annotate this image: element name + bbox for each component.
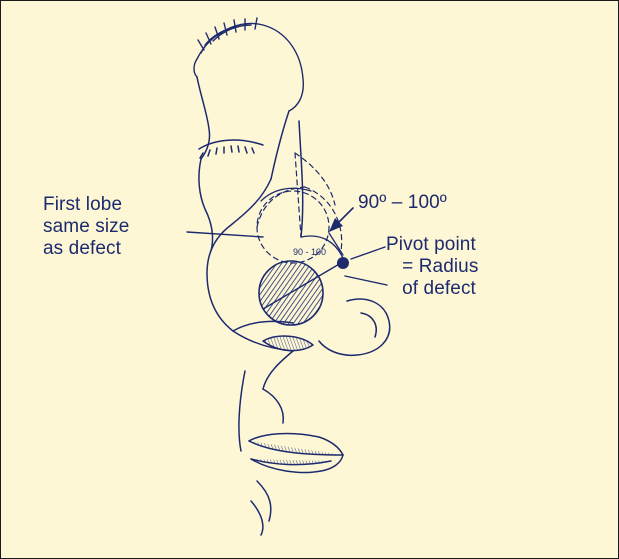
defect [259,261,341,325]
pivot-point-label: Pivot point = Radius of defect [386,234,478,300]
brow-and-eye [197,77,289,179]
hair-sketch [194,18,303,111]
lips-and-chin [239,351,343,535]
pivot-point [337,257,349,269]
angle-label: 90º – 100º [358,192,447,214]
inner-angle-label: 90 - 100 [293,247,326,257]
angle-arrow [329,208,353,232]
first-lobe-label: First lobe same size as defect [43,194,129,260]
